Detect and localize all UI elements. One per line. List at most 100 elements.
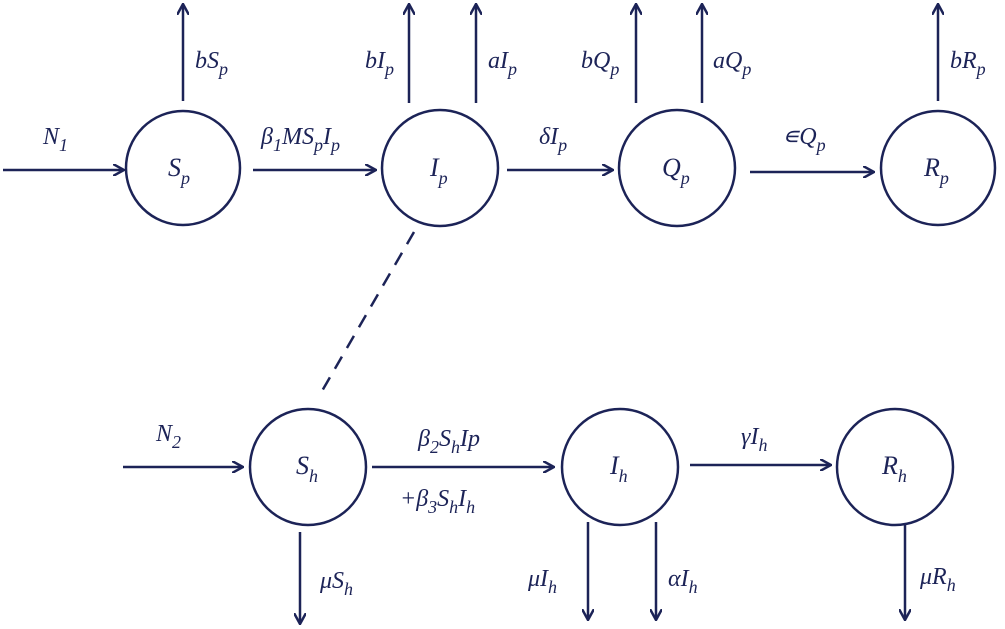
edge-n2-label: N2 <box>155 421 181 452</box>
node-rh-main: R <box>881 451 898 480</box>
edge-mu-rh: μRh <box>905 524 956 620</box>
edge-mu-sh-a: μS <box>319 568 344 594</box>
node-sh: Sh <box>248 407 368 527</box>
node-rh-sub: h <box>898 466 907 486</box>
edge-bqp-b: p <box>608 59 619 79</box>
edge-delta-ip-label: δIp <box>539 124 567 155</box>
node-ih: Ih <box>560 407 680 527</box>
edge-beta2-beta3: β2ShIp +β3ShIh <box>372 426 554 517</box>
edge-bip-label: bIp <box>365 48 394 79</box>
edge-n1-sub: 1 <box>59 135 68 155</box>
edge-brp-a: bR <box>950 48 977 74</box>
edge-eps-qp-b: p <box>815 135 826 155</box>
edge-delta-ip: δIp <box>507 124 613 170</box>
edge-beta2-e: Ip <box>459 426 480 452</box>
edge-beta1-f: p <box>329 135 340 155</box>
edge-n2-sub: 2 <box>172 432 181 452</box>
edge-eps-qp: ∊Qp <box>750 124 874 172</box>
edge-bsp: bSp <box>183 4 228 101</box>
edge-beta1-e: I <box>322 124 332 150</box>
node-sh-main: S <box>296 451 309 480</box>
edge-n1: N1 <box>3 124 124 170</box>
edge-bsp-label: bSp <box>195 48 228 79</box>
node-ip-sub: p <box>437 168 448 188</box>
node-ih-circle <box>560 407 680 527</box>
edge-beta1-a: β <box>260 124 273 150</box>
edge-aip-label: aIp <box>488 48 517 79</box>
node-qp-main: Q <box>662 153 681 182</box>
node-sh-circle <box>248 407 368 527</box>
node-rh-label: Rh <box>881 451 907 486</box>
node-qp: Qp <box>617 108 737 228</box>
node-qp-circle <box>617 108 737 228</box>
edge-bqp-a: bQ <box>581 48 610 74</box>
edge-alpha-ih: αIh <box>656 522 698 620</box>
edge-alpha-ih-label: αIh <box>668 566 698 597</box>
edge-beta3-f: h <box>466 497 475 517</box>
edge-brp-label: bRp <box>950 48 986 79</box>
node-sp-label: Sp <box>168 153 190 188</box>
edge-delta-ip-b: p <box>556 135 567 155</box>
edge-beta3-d: h <box>449 497 458 517</box>
edge-mu-ih-b: h <box>548 577 557 597</box>
edge-delta-ip-a: δI <box>539 124 559 150</box>
edge-mu-ih-a: μI <box>527 566 549 592</box>
node-sh-label: Sh <box>296 451 318 486</box>
node-ip-label: Ip <box>429 153 448 188</box>
edge-n2: N2 <box>123 421 243 467</box>
edge-beta3-e: I <box>457 486 467 512</box>
edge-beta1-label: β1MSpIp <box>260 124 340 155</box>
node-ip-circle <box>380 108 500 228</box>
edge-bip-a: bI <box>365 48 386 74</box>
edge-beta2-d: h <box>451 437 460 457</box>
edge-mu-sh: μSh <box>300 532 353 624</box>
node-sh-sub: h <box>309 466 318 486</box>
edge-mu-ih-label: μIh <box>527 566 557 597</box>
edge-gamma-ih: γIh <box>690 424 831 465</box>
node-ih-main: I <box>609 451 620 480</box>
node-ih-sub: h <box>619 466 628 486</box>
edge-beta3-c: S <box>437 486 449 512</box>
edge-gamma-ih-b: h <box>758 435 767 455</box>
edge-brp-b: p <box>975 59 986 79</box>
edge-brp: bRp <box>938 4 986 101</box>
edge-n2-main: N <box>155 421 174 447</box>
edge-n1-main: N <box>42 124 61 150</box>
node-sp-circle <box>124 109 242 227</box>
edge-aqp-b: p <box>740 59 751 79</box>
node-sp-main: S <box>168 153 181 182</box>
node-rp-circle <box>879 109 997 227</box>
edge-beta3-a: +β <box>400 486 428 512</box>
node-ip: Ip <box>380 108 500 228</box>
edge-beta2-b: 2 <box>430 437 439 457</box>
edge-eps-qp-a: ∊Q <box>782 124 817 150</box>
edge-aqp: aQp <box>702 4 751 103</box>
node-rp-label: Rp <box>923 153 949 188</box>
edge-ip-sh-dashed-line <box>316 231 416 399</box>
node-rh: Rh <box>835 407 955 527</box>
edge-bsp-b: p <box>217 59 228 79</box>
edge-mu-rh-b: h <box>947 575 956 595</box>
edge-beta1-d: p <box>312 135 323 155</box>
edge-beta1-c: MS <box>281 124 314 150</box>
node-qp-label: Qp <box>662 153 690 188</box>
edge-gamma-ih-a: γI <box>741 424 759 450</box>
node-sp-sub: p <box>179 168 190 188</box>
edge-eps-qp-label: ∊Qp <box>782 124 826 155</box>
node-rp: Rp <box>879 109 997 227</box>
edge-n1-label: N1 <box>42 124 68 155</box>
edge-alpha-ih-b: h <box>689 577 698 597</box>
edge-mu-rh-a: μR <box>919 564 947 590</box>
edge-bqp: bQp <box>581 4 636 103</box>
edge-beta3-label: +β3ShIh <box>400 486 475 517</box>
edge-gamma-ih-label: γIh <box>741 424 767 455</box>
edge-mu-sh-b: h <box>344 579 353 599</box>
edge-aip: aIp <box>476 4 517 103</box>
edge-aip-a: aI <box>488 48 509 74</box>
edge-aqp-label: aQp <box>713 48 751 79</box>
edge-mu-rh-label: μRh <box>919 564 956 595</box>
edge-beta2-a: β <box>417 426 430 452</box>
edge-bip: bIp <box>365 4 409 103</box>
edge-ip-sh-link <box>316 231 416 399</box>
node-qp-sub: p <box>679 168 690 188</box>
